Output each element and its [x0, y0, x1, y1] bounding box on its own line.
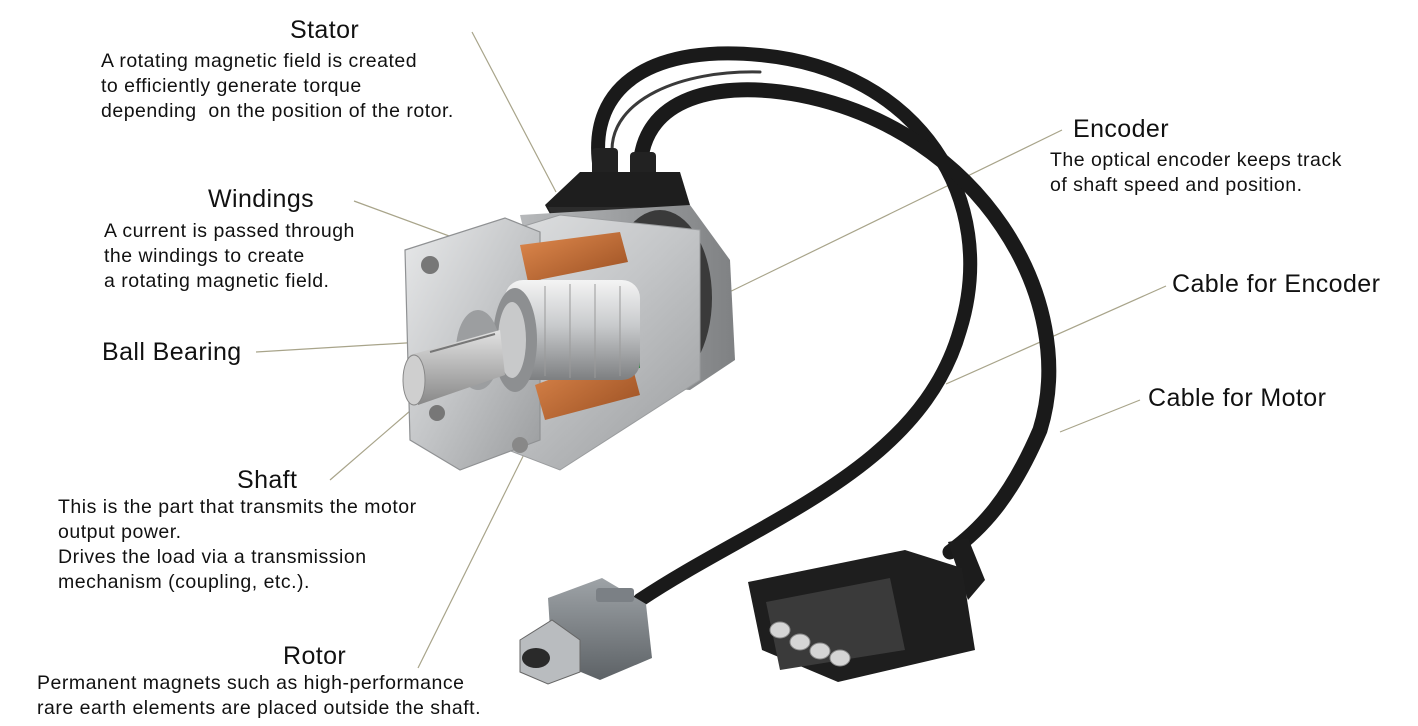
- shaft-desc-line: output power.: [58, 521, 182, 543]
- stator-description: A rotating magnetic field is created to …: [101, 49, 454, 124]
- motor-body: [402, 205, 735, 471]
- encoder-cable: [591, 46, 978, 607]
- encoder-desc-line: The optical encoder keeps track: [1050, 149, 1342, 171]
- encoder-label: Encoder: [1073, 115, 1169, 144]
- shaft-description: This is the part that transmits the moto…: [58, 495, 417, 595]
- stator-title: Stator: [290, 16, 360, 44]
- rotor-core: [505, 280, 640, 380]
- stator-desc-line: to efficiently generate torque: [101, 75, 362, 97]
- windings-desc-line: A current is passed through: [104, 220, 355, 242]
- stator-desc-line: A rotating magnetic field is created: [101, 50, 418, 72]
- rotor-title: Rotor: [283, 642, 347, 670]
- rotor-label: Rotor: [283, 642, 346, 671]
- encoder-leader-line: [712, 129, 1063, 301]
- rotor-description: Permanent magnets such as high-performan…: [37, 671, 481, 721]
- windings-desc-line: the windings to create: [104, 245, 305, 267]
- stator-leader-line: [471, 31, 557, 193]
- stator-label: Stator: [290, 16, 359, 45]
- rotor-desc-line: Permanent magnets such as high-performan…: [37, 672, 465, 694]
- shaft-label: Shaft: [237, 466, 297, 495]
- motor-cable: [632, 82, 1057, 560]
- motor-connector: [748, 538, 985, 682]
- rotor-desc-line: rare earth elements are placed outside t…: [37, 697, 481, 719]
- cables: [591, 46, 1057, 607]
- shaft-title: Shaft: [237, 466, 298, 494]
- windings-desc-line: a rotating magnetic field.: [104, 270, 330, 292]
- cable-encoder-title: Cable for Encoder: [1172, 270, 1381, 298]
- windings-label: Windings: [208, 185, 314, 214]
- cable-encoder-label: Cable for Encoder: [1172, 270, 1380, 299]
- cable-motor-title: Cable for Motor: [1148, 384, 1327, 412]
- encoder-description: The optical encoder keeps track of shaft…: [1050, 148, 1342, 198]
- stator-desc-line: depending on the position of the rotor.: [101, 100, 454, 122]
- encoder-connector: [519, 578, 652, 685]
- ball-bearing-label: Ball Bearing: [102, 338, 242, 367]
- windings-upper: [520, 232, 628, 282]
- cable-motor-leader-line: [1059, 399, 1141, 433]
- shaft-desc-line: This is the part that transmits the moto…: [58, 496, 417, 518]
- encoder-title: Encoder: [1073, 115, 1169, 143]
- leader-lines: [255, 31, 1167, 669]
- ball-bearing-title: Ball Bearing: [102, 338, 242, 366]
- shaft-desc-line: mechanism (coupling, etc.).: [58, 571, 310, 593]
- encoder-desc-line: of shaft speed and position.: [1050, 174, 1303, 196]
- shaft: [410, 330, 505, 405]
- cable-motor-label: Cable for Motor: [1148, 384, 1326, 413]
- shaft-desc-line: Drives the load via a transmission: [58, 546, 367, 568]
- windings-description: A current is passed through the windings…: [104, 219, 355, 294]
- windings-title: Windings: [208, 185, 315, 213]
- cable-encoder-leader-line: [945, 285, 1167, 385]
